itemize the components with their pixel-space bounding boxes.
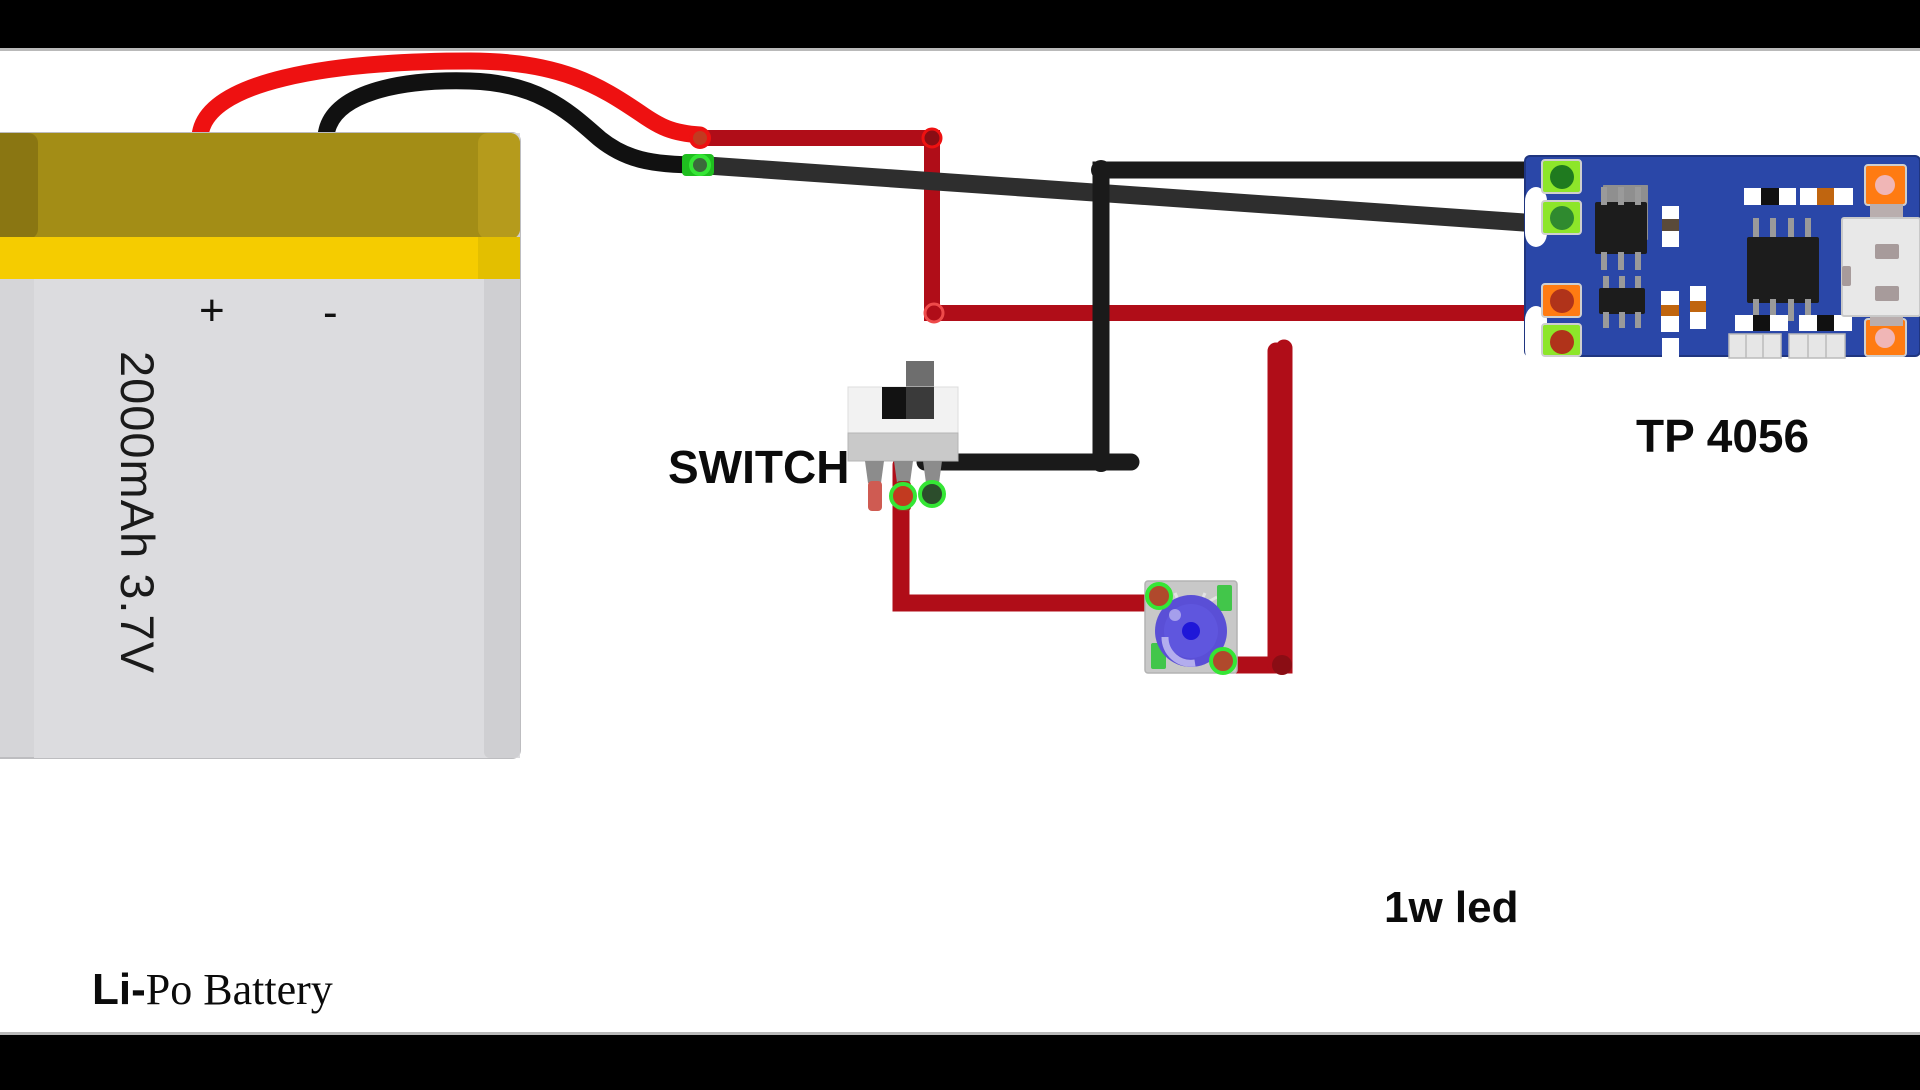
tp4056-mount-hole-bottom [1875,328,1895,348]
tp4056-label: TP 4056 [1636,410,1810,462]
wire-black-out-to-switch [1092,161,1565,471]
battery-top-seal-highlight [478,133,520,239]
battery-terminal-positive: + [199,286,225,335]
battery-label-bold: Li- [92,965,146,1014]
solder-joint-red-battery [689,127,711,149]
led-dome-highlight [1161,636,1196,667]
led-label: 1w led [1384,883,1519,932]
tp4056-ic-left [1595,185,1648,270]
battery-right-edge [484,133,520,758]
wire-battery-positive-curve [191,52,709,145]
junction-black-elbow-bottom [1091,452,1111,472]
diagram-canvas: + - 2000mAh 3.7V [0,48,1920,1035]
tp4056-module[interactable] [0,51,1920,1035]
junction-red-elbow [923,302,945,324]
tp4056-pad-hole-b-minus [1550,206,1574,230]
switch-pin3-solder [918,480,946,508]
switch-label: SWITCH [668,441,850,493]
switch-pins [865,461,942,483]
tp4056-passives-column [1661,206,1706,355]
led-dome-glint [1169,609,1181,621]
battery-yellow-stripe-edge [478,237,520,279]
wire-battery-negative-curve [317,72,709,174]
junction-black-elbow-top [1091,160,1111,180]
battery-top-seal [0,133,520,239]
tp4056-mount-hole-top [1875,175,1895,195]
switch-base [847,432,959,462]
junction-red-drop [921,127,943,149]
led-anode-solder [1145,582,1173,610]
tp4056-pad-hole-out-plus [1550,330,1574,354]
led-die [1182,622,1200,640]
tp4056-passives-column-lower [1662,341,1679,357]
led-pad-top-right [1217,585,1232,611]
letterbox-bottom [0,1035,1920,1090]
tp4056-pad-hole-out-minus [1550,165,1574,189]
tp4056-ic-right [1747,218,1819,321]
letterbox-top [0,0,1920,48]
battery-label: Li-Po Battery [92,964,333,1015]
tp4056-micro-usb-connector[interactable] [1841,204,1920,326]
switch-lever-dark[interactable] [882,387,910,419]
tp4056-smd-bottom [1728,315,1852,359]
switch-pin1-terminal [868,481,882,511]
switch-component[interactable] [0,51,1920,1035]
wire-layer [191,52,1569,675]
tp4056-transistor [1599,276,1645,328]
junction-red-led-elbow [1272,655,1292,675]
led-component[interactable] [0,51,1920,1035]
led-cathode-solder [1209,647,1237,675]
tp4056-smd-top [1744,188,1853,205]
solder-dot-green-battery [689,154,711,176]
battery-top-seal-shadow [0,133,38,239]
battery-yellow-stripe [0,237,520,279]
battery-component[interactable] [0,51,1920,1035]
tp4056-pad-hole-b-plus [1550,289,1574,313]
battery-label-rest: Po Battery [145,965,333,1014]
switch-lever-light[interactable] [906,387,934,419]
switch-pin2-solder [889,482,917,510]
wire-black-battery-to-bminus [691,156,1569,234]
battery-terminal-negative: - [323,288,338,337]
